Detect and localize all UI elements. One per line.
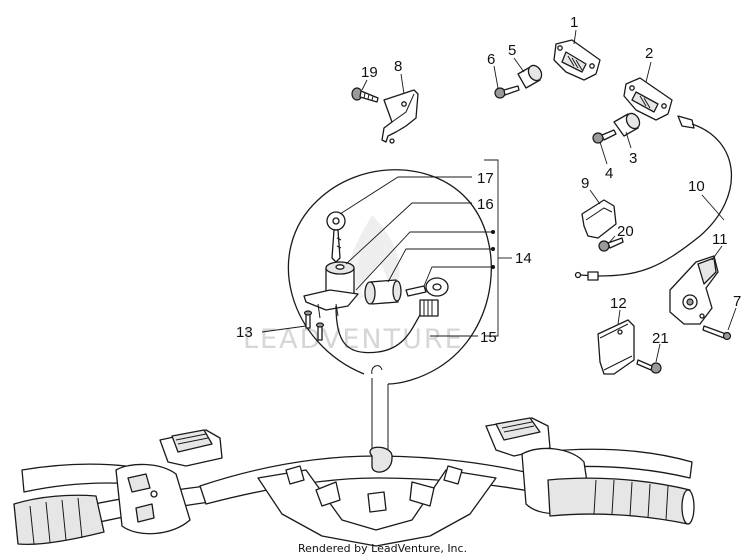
callout-2: 2: [645, 45, 653, 62]
part-cable-10[interactable]: [574, 115, 733, 281]
callout-6: 6: [487, 51, 495, 68]
part-latch-bracket-11[interactable]: [669, 255, 719, 325]
callout-19: 19: [361, 64, 378, 81]
callout-10: 10: [688, 178, 705, 195]
handlebar-assembly[interactable]: [13, 417, 695, 547]
part-bracket-8[interactable]: [381, 89, 419, 144]
part-bushing-5[interactable]: [517, 63, 544, 89]
callout-4: 4: [605, 165, 613, 182]
callout-1: 1: [570, 14, 578, 31]
part-bushing-3[interactable]: [613, 111, 642, 137]
callout-5: 5: [508, 42, 516, 59]
part-bracket-12[interactable]: [597, 319, 635, 375]
callout-8: 8: [394, 58, 402, 75]
part-screw-4[interactable]: [592, 129, 617, 144]
callout-15: 15: [480, 329, 497, 346]
part-hinge-1[interactable]: [553, 39, 601, 81]
part-key-17[interactable]: [326, 211, 346, 263]
part-cover-9[interactable]: [581, 199, 617, 239]
part-cylinder-14[interactable]: [364, 279, 402, 305]
part-hinge-2[interactable]: [623, 77, 673, 121]
callout-14: 14: [515, 250, 532, 267]
part-screw-20[interactable]: [598, 237, 624, 252]
callout-17: 17: [477, 170, 494, 187]
callouts: 1 2 3 4 5 6 7 8 9 10 11 12 13 14 15 16 1…: [236, 14, 741, 347]
part-screws-13[interactable]: [303, 310, 325, 341]
part-screw-6[interactable]: [494, 85, 520, 99]
footer-credit: Rendered by LeadVenture, Inc.: [298, 542, 467, 555]
part-screw-19[interactable]: [351, 87, 379, 103]
part-screw-21[interactable]: [636, 359, 662, 374]
callout-12: 12: [610, 295, 627, 312]
callout-21: 21: [652, 330, 669, 347]
leader-lines: [261, 29, 737, 363]
part-screw-7[interactable]: [702, 325, 732, 341]
callout-16: 16: [477, 196, 494, 213]
callout-11: 11: [712, 231, 728, 248]
detail-circle: [287, 169, 492, 460]
part-wiring-15[interactable]: [335, 299, 439, 354]
part-key-14[interactable]: [405, 277, 449, 297]
part-lock-cylinder-16[interactable]: [303, 261, 359, 319]
callout-7: 7: [733, 293, 741, 310]
callout-20: 20: [617, 223, 634, 240]
callout-3: 3: [629, 150, 637, 167]
callout-9: 9: [581, 175, 589, 192]
callout-13: 13: [236, 324, 253, 341]
